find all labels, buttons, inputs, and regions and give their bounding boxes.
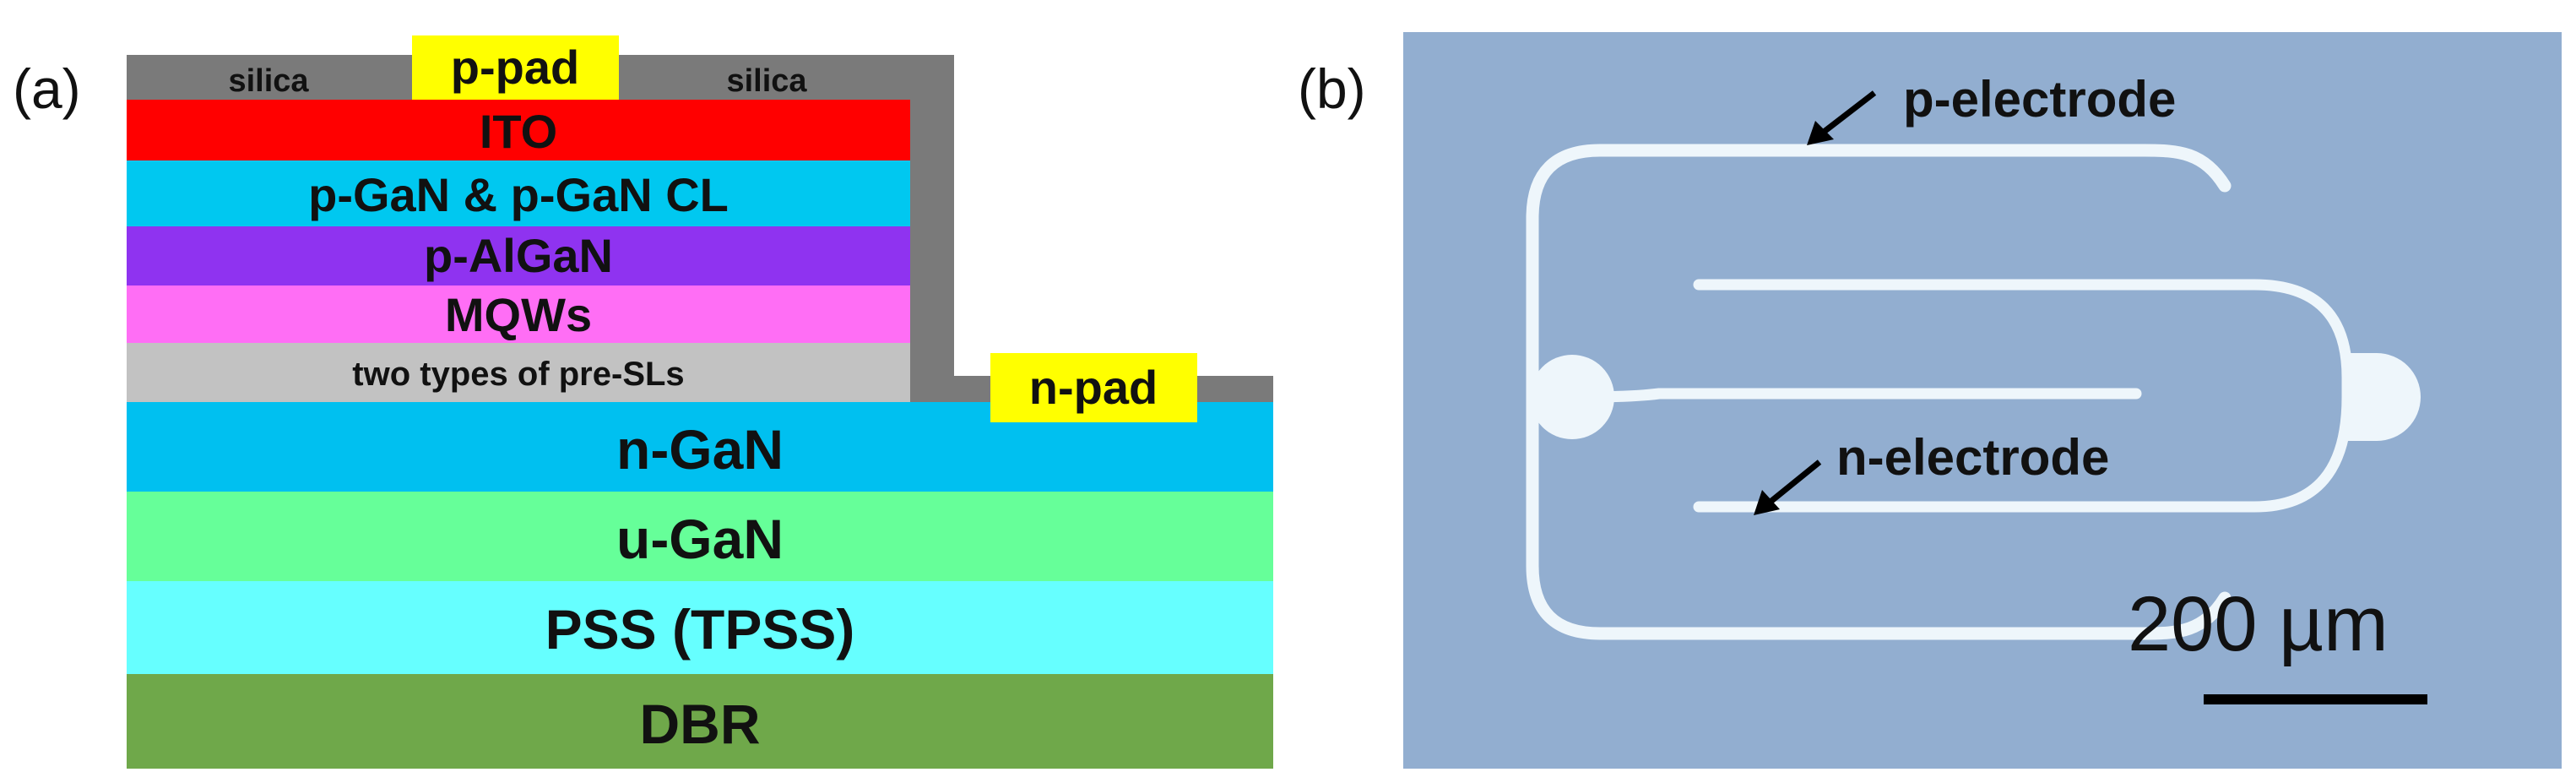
layer-label-pss: PSS (TPSS) — [545, 598, 855, 661]
silica-right-label: silica — [726, 63, 807, 99]
n-electrode-label: n-electrode — [1836, 429, 2109, 486]
scale-bar-label: 200 µm — [2128, 581, 2389, 667]
layer-pss — [127, 581, 1273, 674]
layer-dbr — [127, 674, 1273, 769]
layer-pre-sls — [127, 343, 910, 402]
p-electrode-arrow — [1807, 90, 1877, 145]
layer-p-algan — [127, 226, 910, 285]
layer-label-ito: ITO — [480, 105, 557, 158]
p-electrode-label: p-electrode — [1903, 71, 2176, 128]
layer-p-gan — [127, 160, 910, 226]
panel-a: (a) silica silica p-pad n-pad ITO p-GaN … — [13, 35, 1273, 769]
panel-b-label: (b) — [1298, 57, 1366, 120]
layer-u-gan — [127, 492, 1273, 581]
p-electrode-pad — [2347, 353, 2421, 441]
layer-ito — [127, 100, 910, 160]
panel-a-label: (a) — [13, 57, 81, 120]
n-pad-label: n-pad — [1029, 361, 1158, 414]
layer-label-p-gan: p-GaN & p-GaN CL — [308, 168, 729, 221]
layer-label-u-gan: u-GaN — [616, 508, 784, 570]
scale-bar — [2204, 694, 2427, 704]
p-pad-label: p-pad — [451, 41, 579, 94]
layer-label-n-gan: n-GaN — [616, 418, 784, 481]
silica-left-label: silica — [228, 63, 309, 99]
layer-mqws — [127, 285, 910, 343]
n-electrode-arrow — [1754, 459, 1822, 515]
layer-label-dbr: DBR — [640, 693, 761, 755]
layer-label-pre-sls: two types of pre-SLs — [352, 356, 684, 393]
panel-b: (b) p-electrode n-electrode 200 µm — [1298, 32, 2562, 769]
n-electrode-finger-connector — [1577, 388, 2142, 403]
layer-label-mqws: MQWs — [445, 288, 592, 341]
layer-label-p-algan: p-AlGaN — [424, 229, 613, 282]
p-pad — [412, 35, 619, 100]
n-pad — [990, 353, 1197, 422]
n-electrode-pad — [1530, 355, 1614, 439]
